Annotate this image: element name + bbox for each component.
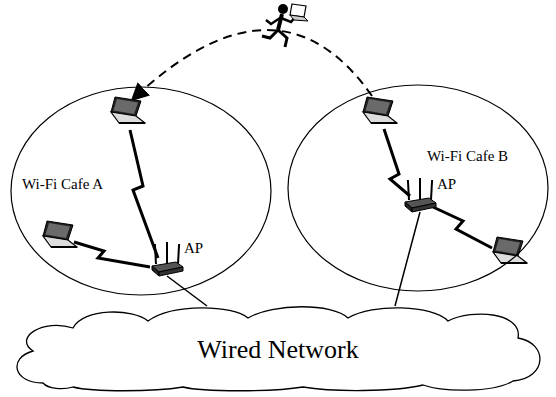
network-cloud: Wired Network — [3, 303, 553, 393]
wired-link — [167, 276, 207, 306]
access-point: AP — [150, 240, 205, 276]
device-label: AP — [437, 176, 456, 193]
laptop — [363, 97, 397, 123]
device-label: AP — [184, 240, 203, 257]
cafe-region-outline — [287, 84, 549, 292]
cafe-region: Wi-Fi Cafe B AP — [287, 84, 549, 292]
laptop — [111, 97, 145, 123]
network-label: Wired Network — [197, 336, 358, 365]
access-point: AP — [403, 176, 458, 212]
region-label: Wi-Fi Cafe A — [22, 176, 103, 193]
cafe-region: Wi-Fi Cafe A AP — [10, 86, 272, 296]
running-person — [262, 4, 308, 47]
wired-link — [395, 212, 420, 306]
laptop — [43, 221, 77, 247]
region-label: Wi-Fi Cafe B — [427, 148, 508, 165]
